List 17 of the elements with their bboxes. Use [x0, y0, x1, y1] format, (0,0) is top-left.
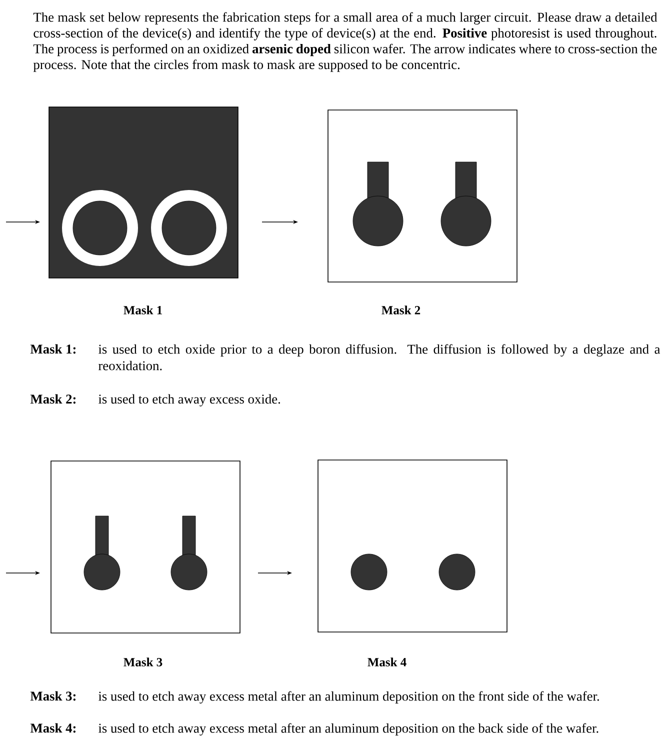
- step-description: is used to etch oxide prior to a deep boron diffusion. The diffusion is followed by a deglaze and a reoxidation.: [98, 344, 660, 370]
- mask-drawing: [50, 460, 240, 634]
- step-description: is used to etch away excess metal after an aluminum deposition on the front side of the wafer.: [98, 691, 599, 704]
- mask-caption: Mask 4: [368, 658, 406, 666]
- mask-caption: Mask 2: [382, 306, 420, 314]
- step-description: is used to etch away excess metal after an aluminum deposition on the back side of the wafer.: [98, 723, 598, 736]
- step-label: Mask 4:: [30, 723, 76, 733]
- step-label: Mask 3:: [30, 691, 76, 701]
- step-description: is used to etch away excess oxide.: [98, 394, 280, 406]
- mask-caption: Mask 3: [124, 658, 162, 666]
- intro-paragraph: The mask set below represents the fabrication steps for a small area of a much larger circuit. Please draw a detailed cross-section of the device(s) and identify the type of device(s) at the end. Positive photoresist is used throughout. The process is performed on an oxidized arsenic doped silicon wafer. The arrow indicates where to cross-section the process. Note that the circles from mask to mask are supposed to be concentric.: [33, 12, 658, 72]
- mask-drawing: [328, 110, 518, 282]
- step-label: Mask 2:: [30, 394, 76, 404]
- mask-caption: Mask 1: [124, 306, 162, 314]
- mask-drawing: [318, 460, 508, 632]
- step-label: Mask 1:: [30, 344, 76, 354]
- mask-drawing: [48, 106, 238, 278]
